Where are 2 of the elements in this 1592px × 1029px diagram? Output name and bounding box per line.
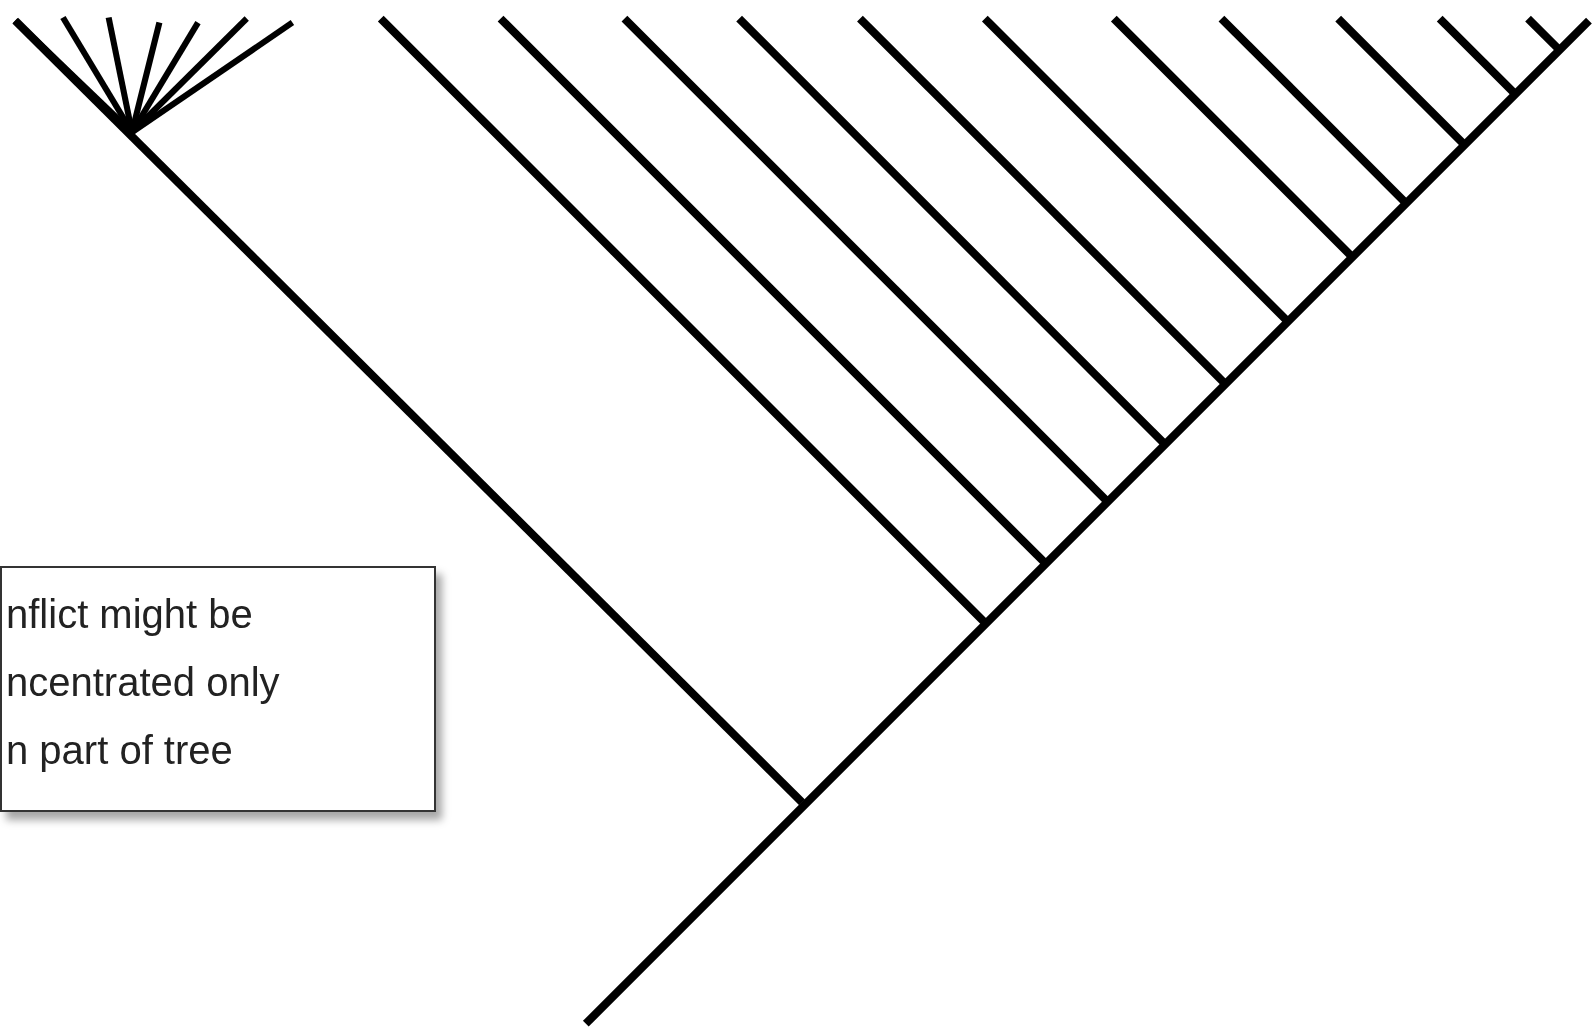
- note-text: nflict might be ncentrated only n part of tree: [6, 591, 281, 774]
- note-box: [0, 566, 436, 812]
